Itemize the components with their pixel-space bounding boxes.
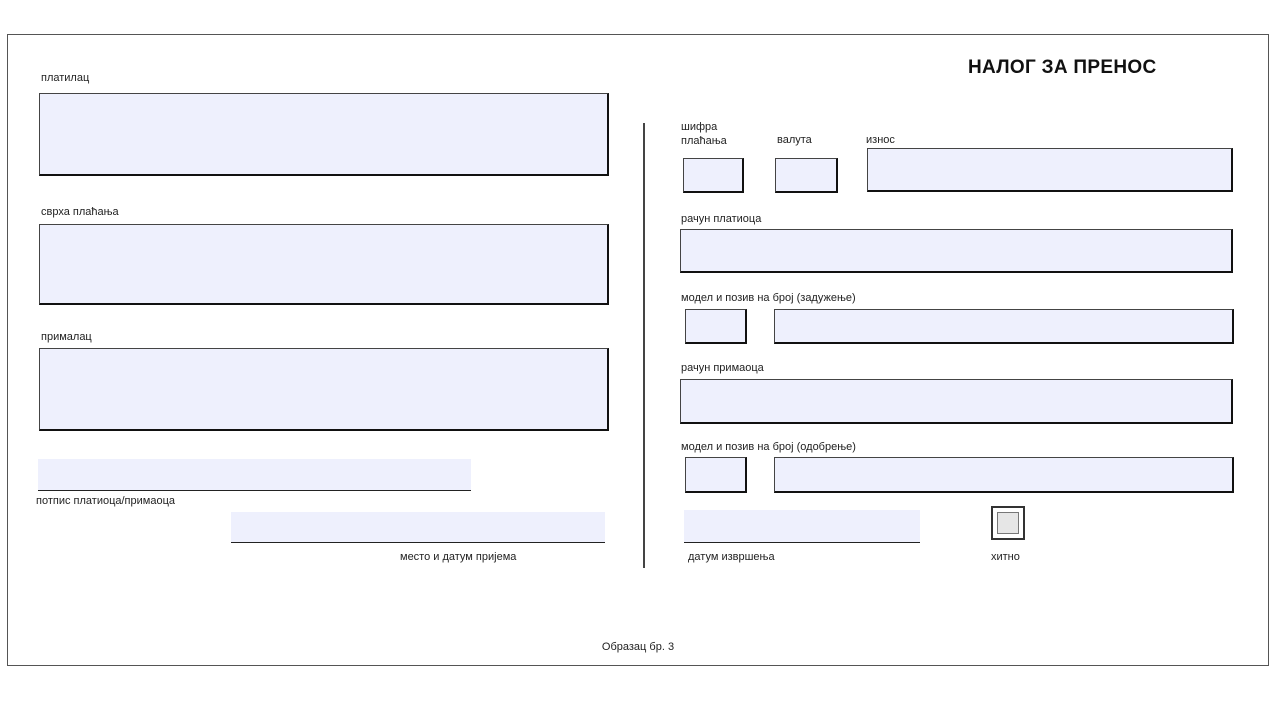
currency-field[interactable] <box>775 158 838 193</box>
urgent-label: хитно <box>991 551 1020 563</box>
debit-reference-number-field[interactable] <box>774 309 1234 344</box>
amount-label: износ <box>866 134 895 146</box>
payer-field[interactable] <box>39 93 609 176</box>
column-divider <box>643 123 645 568</box>
purpose-label: сврха плаћања <box>41 206 119 218</box>
form-frame <box>7 34 1269 666</box>
recipient-field[interactable] <box>39 348 609 431</box>
credit-reference-number-field[interactable] <box>774 457 1234 493</box>
recipient-label: прималац <box>41 331 92 343</box>
payer-account-field[interactable] <box>680 229 1233 273</box>
form-title: НАЛОГ ЗА ПРЕНОС <box>968 57 1157 78</box>
debit-model-field[interactable] <box>685 309 747 344</box>
execution-date-label: датум извршења <box>688 551 775 563</box>
payment-code-label-line2: плаћања <box>681 135 727 147</box>
credit-reference-label: модел и позив на број (одобрење) <box>681 441 856 453</box>
urgent-checkbox[interactable] <box>991 506 1025 540</box>
payment-code-label-line1: шифра <box>681 121 718 133</box>
place-date-label: место и датум пријема <box>400 551 517 563</box>
place-date-field[interactable] <box>231 512 605 543</box>
urgent-checkbox-box <box>997 512 1019 534</box>
recipient-account-label: рачун примаоца <box>681 362 764 374</box>
credit-model-field[interactable] <box>685 457 747 493</box>
form-number: Образац бр. 3 <box>601 641 675 653</box>
payment-purpose-field[interactable] <box>39 224 609 305</box>
currency-label: валута <box>777 134 812 146</box>
amount-field[interactable] <box>867 148 1233 192</box>
payer-label: платилац <box>41 72 90 84</box>
payment-code-field[interactable] <box>683 158 744 193</box>
debit-reference-label: модел и позив на број (задужење) <box>681 292 856 304</box>
execution-date-field[interactable] <box>684 510 920 543</box>
payer-account-label: рачун платиоца <box>681 213 762 225</box>
signature-label: потпис платиоца/примаоца <box>36 495 175 507</box>
recipient-account-field[interactable] <box>680 379 1233 424</box>
signature-field[interactable] <box>38 459 471 491</box>
